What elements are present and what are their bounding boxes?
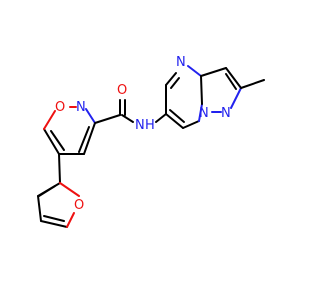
bond <box>58 153 61 184</box>
bond <box>94 114 121 124</box>
amide-group <box>94 99 167 124</box>
isoxazole-ring <box>43 106 96 155</box>
molecule-structure: O O N N H N N N O <box>37 55 265 228</box>
bond <box>78 126 90 153</box>
bond <box>37 195 42 222</box>
bond <box>169 109 185 123</box>
bond <box>165 72 177 86</box>
bond <box>187 65 202 77</box>
bond <box>40 220 68 228</box>
furan-ring <box>37 153 80 228</box>
bond <box>43 110 56 130</box>
bond <box>59 182 80 197</box>
pyrazole-ring <box>200 67 265 113</box>
pyrimidine-ring <box>165 65 203 129</box>
bond <box>155 113 167 123</box>
bond <box>182 120 200 129</box>
bond <box>225 67 242 89</box>
isoxazole-oxygen-label: O <box>55 100 65 115</box>
bond <box>230 87 242 109</box>
bond <box>198 103 203 122</box>
bond <box>38 185 56 197</box>
bond <box>225 73 237 90</box>
amide-nitrogen-label: N <box>135 118 145 133</box>
methyl-bond <box>240 79 265 89</box>
bond <box>200 67 227 77</box>
bond <box>50 130 65 151</box>
furan-oxygen-label: O <box>74 198 84 213</box>
carbonyl-oxygen-label: O <box>117 83 127 98</box>
bond <box>85 108 96 124</box>
bond <box>165 113 184 129</box>
bond <box>66 212 75 228</box>
isoxazole-nitrogen-label: N <box>76 100 86 115</box>
pyrazole-nitrogen-label: N <box>221 106 231 121</box>
bond <box>200 75 203 105</box>
bond <box>83 122 96 155</box>
bond <box>170 77 180 89</box>
amide-hydrogen-label: H <box>145 118 155 133</box>
bond <box>43 215 65 222</box>
bond <box>121 114 134 123</box>
pyrimidine-nitrogen-label: N <box>176 55 186 70</box>
bridgehead-nitrogen-label: N <box>199 106 209 121</box>
bond <box>43 128 60 155</box>
